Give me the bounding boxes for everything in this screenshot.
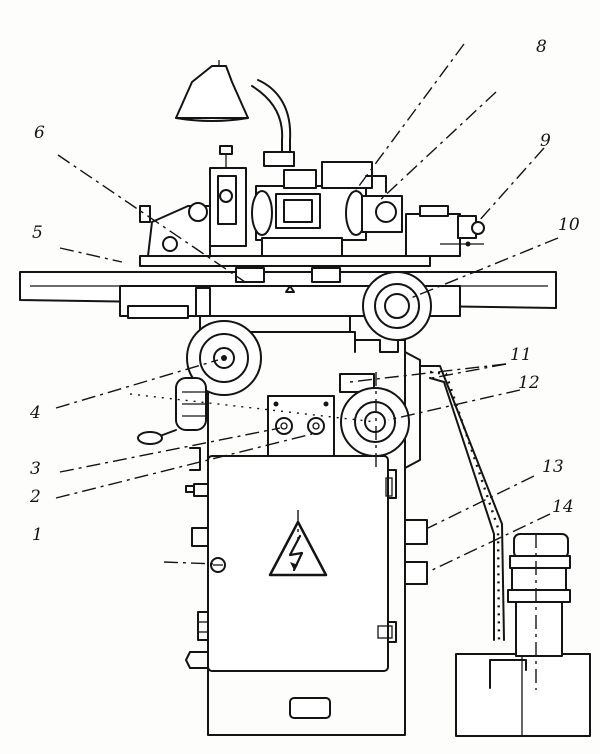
callout-10: 10 bbox=[558, 215, 580, 235]
callout-1: 1 bbox=[32, 525, 43, 545]
callout-9: 9 bbox=[540, 131, 551, 151]
crank-handle-3 bbox=[137, 377, 207, 471]
coolant-pump-motor bbox=[507, 533, 571, 657]
left-side-controls bbox=[185, 483, 209, 669]
workhead bbox=[139, 145, 247, 257]
callout-12: 12 bbox=[518, 373, 540, 393]
handwheel-10 bbox=[362, 271, 432, 341]
callout-3: 3 bbox=[30, 459, 41, 479]
right-side-fittings bbox=[404, 519, 428, 585]
work-table bbox=[19, 267, 557, 319]
callout-11: 11 bbox=[510, 345, 532, 365]
callout-2: 2 bbox=[29, 487, 41, 507]
handwheel-12 bbox=[340, 387, 410, 457]
electrical-cabinet-door bbox=[207, 455, 397, 672]
coolant-pipe bbox=[419, 365, 505, 641]
callout-5: 5 bbox=[32, 223, 43, 243]
tailstock bbox=[405, 205, 485, 257]
upper-column-panel bbox=[267, 373, 375, 457]
callout-4: 4 bbox=[29, 403, 41, 423]
grinding-head bbox=[251, 161, 403, 257]
handwheel-4 bbox=[186, 320, 262, 396]
callout-6: 6 bbox=[34, 123, 45, 143]
work-lamp bbox=[175, 60, 295, 167]
callout-labels: 1 2 3 4 5 6 8 9 10 11 12 13 14 bbox=[29, 37, 580, 545]
callout-8: 8 bbox=[536, 37, 547, 57]
base-handle-slot bbox=[289, 697, 331, 719]
high-voltage-warning-icon bbox=[268, 520, 328, 577]
callout-13: 13 bbox=[542, 457, 564, 477]
coolant-tank bbox=[455, 653, 591, 737]
leader-lines bbox=[55, 43, 559, 690]
callout-14: 14 bbox=[552, 497, 574, 517]
